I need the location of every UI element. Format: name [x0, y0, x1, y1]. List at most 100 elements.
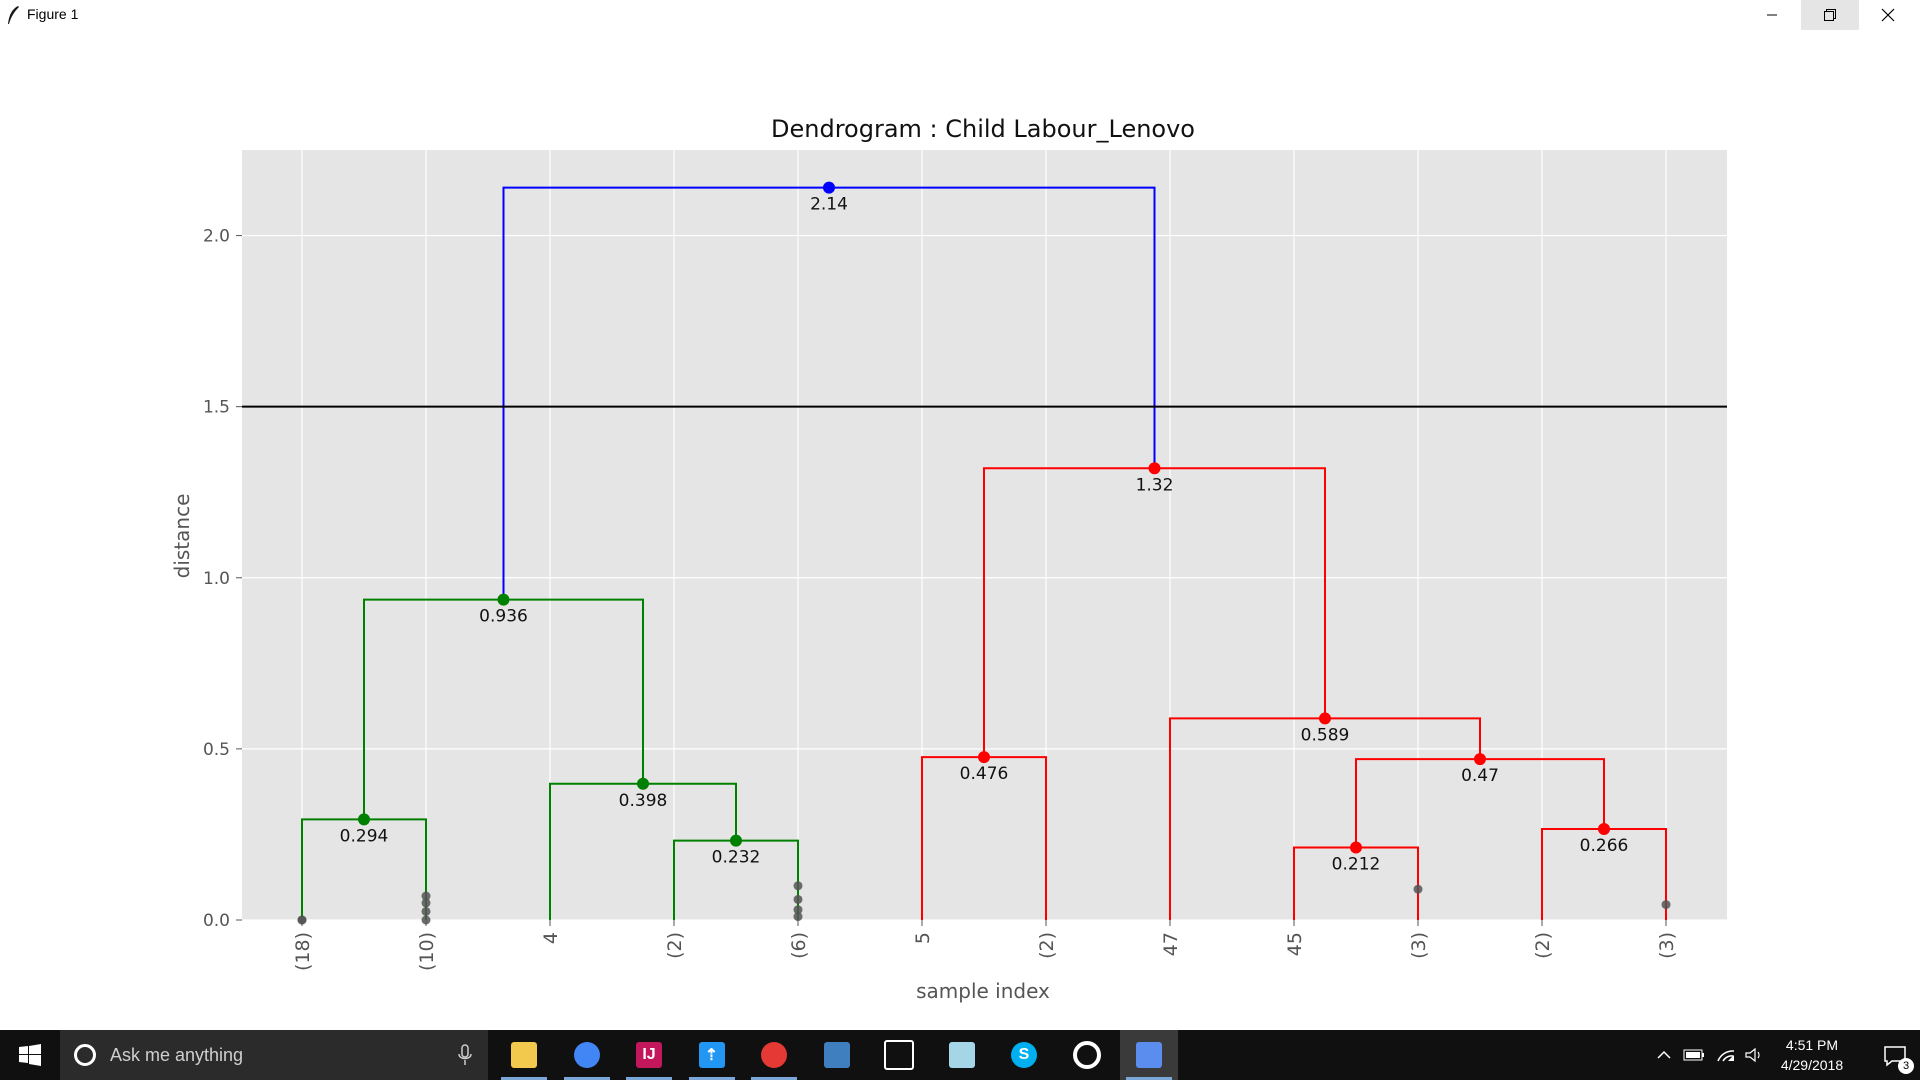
- restore-icon: [1824, 9, 1836, 21]
- x-tick-label: 45: [1284, 932, 1306, 956]
- action-center-button[interactable]: 3: [1870, 1030, 1920, 1080]
- merge-node: [823, 181, 835, 194]
- taskbar-app-button[interactable]: [495, 1030, 553, 1080]
- y-tick-label: 2.0: [203, 227, 230, 247]
- taskbar-app-button[interactable]: [1058, 1030, 1116, 1080]
- speaker-icon: [1745, 1047, 1760, 1063]
- window-titlebar: Figure 1: [0, 0, 1920, 30]
- dendrogram-chart: Dendrogram : Child Labour_Lenovo sample …: [170, 115, 1727, 1003]
- running-indicator: [751, 1077, 797, 1080]
- skype-icon: S: [1011, 1042, 1037, 1068]
- leaf-marker: [421, 891, 431, 901]
- upload-app-icon: ⇡: [698, 1042, 725, 1068]
- clock-time: 4:51 PM: [1785, 1037, 1839, 1053]
- taskbar-app-button[interactable]: [933, 1030, 991, 1080]
- clock[interactable]: 4:51 PM 4/29/2018: [1752, 1035, 1872, 1075]
- python-feather-icon: [1136, 1042, 1162, 1068]
- merge-distance-label: 0.47: [1461, 766, 1499, 786]
- merge-node: [497, 593, 510, 606]
- x-tick-label: 4: [540, 932, 562, 944]
- intellij-icon: IJ: [636, 1042, 662, 1068]
- merge-distance-label: 0.476: [960, 764, 1009, 784]
- merge-distance-label: 2.14: [810, 195, 848, 215]
- start-button[interactable]: [0, 1030, 60, 1080]
- merge-node: [978, 751, 990, 764]
- red-app-icon: [761, 1042, 787, 1068]
- x-tick-label: (2): [1036, 932, 1058, 959]
- taskbar-app-button[interactable]: [870, 1030, 928, 1080]
- leaf-marker: [421, 915, 431, 925]
- running-indicator: [563, 1077, 610, 1080]
- taskbar-app-button[interactable]: S: [995, 1030, 1053, 1080]
- running-indicator: [501, 1077, 547, 1080]
- merge-distance-label: 0.232: [712, 848, 761, 868]
- x-tick-label: (2): [1532, 932, 1554, 959]
- minimize-button[interactable]: [1743, 0, 1801, 30]
- merge-distance-label: 0.266: [1580, 836, 1629, 856]
- close-icon: [1881, 8, 1895, 22]
- volume-tray[interactable]: [1740, 1030, 1768, 1080]
- taskbar-app-button[interactable]: [745, 1030, 803, 1080]
- taskbar-app-button[interactable]: IJ: [620, 1030, 678, 1080]
- merge-node: [1319, 712, 1331, 725]
- taskbar-app-button[interactable]: [1120, 1030, 1178, 1080]
- restore-button[interactable]: [1801, 0, 1859, 30]
- battery-tray[interactable]: [1680, 1030, 1708, 1080]
- leaf-marker: [421, 906, 431, 916]
- running-indicator: [1126, 1077, 1172, 1080]
- notification-count-badge: 3: [1898, 1058, 1914, 1074]
- leaf-marker: [1661, 900, 1671, 910]
- x-tick-label: (3): [1656, 932, 1678, 959]
- merge-node: [1148, 462, 1161, 475]
- merge-distance-label: 0.936: [479, 607, 528, 627]
- leaf-marker: [1413, 884, 1423, 894]
- y-tick-label: 0.0: [203, 911, 230, 931]
- merge-distance-label: 0.589: [1301, 725, 1350, 745]
- merge-distance-label: 0.398: [619, 791, 668, 811]
- y-tick-label: 0.5: [203, 740, 230, 760]
- merge-node: [637, 777, 649, 790]
- file-explorer-icon: [511, 1042, 537, 1068]
- taskbar-app-button[interactable]: ⇡: [683, 1030, 741, 1080]
- tray-overflow-button[interactable]: [1652, 1030, 1676, 1080]
- x-axis-label: sample index: [916, 979, 1050, 1003]
- windows-start-icon: [19, 1044, 41, 1066]
- media-player-icon: [1072, 1041, 1101, 1069]
- window-title: Figure 1: [27, 6, 79, 22]
- leaf-marker: [793, 912, 803, 922]
- merge-distance-label: 0.212: [1332, 854, 1381, 874]
- wifi-tray[interactable]: [1712, 1030, 1740, 1080]
- cortana-icon: [74, 1044, 96, 1066]
- merge-node: [730, 834, 742, 847]
- chart-title: Dendrogram : Child Labour_Lenovo: [771, 115, 1195, 143]
- x-tick-label: (3): [1408, 932, 1430, 959]
- x-tick-label: (10): [416, 932, 438, 971]
- minimize-icon: [1767, 14, 1777, 16]
- taskbar-app-button[interactable]: [558, 1030, 616, 1080]
- leaf-marker: [793, 905, 803, 915]
- wifi-icon: [1717, 1050, 1735, 1062]
- leaf-marker: [793, 894, 803, 904]
- paint-icon: [948, 1042, 975, 1068]
- leaf-marker: [297, 915, 307, 925]
- merge-distance-label: 1.32: [1136, 475, 1174, 495]
- search-box[interactable]: Ask me anything: [60, 1030, 488, 1080]
- merge-node: [1598, 822, 1610, 835]
- photos-icon: [884, 1040, 914, 1070]
- merge-node: [1350, 841, 1362, 854]
- taskbar-app-button[interactable]: [808, 1030, 866, 1080]
- store-icon: [823, 1042, 850, 1068]
- battery-icon: [1683, 1049, 1704, 1061]
- leaf-marker: [793, 881, 803, 891]
- chrome-icon: [573, 1042, 600, 1068]
- x-tick-label: (6): [788, 932, 810, 959]
- close-button[interactable]: [1859, 0, 1917, 30]
- search-placeholder: Ask me anything: [110, 1044, 244, 1065]
- notification-icon: [1884, 1046, 1906, 1067]
- y-tick-label: 1.5: [203, 398, 230, 418]
- microphone-icon[interactable]: [458, 1044, 472, 1066]
- chevron-up-icon: [1657, 1050, 1671, 1059]
- x-tick-label: 47: [1160, 932, 1182, 956]
- leaf-marker: [421, 898, 431, 908]
- x-tick-label: 5: [912, 932, 934, 944]
